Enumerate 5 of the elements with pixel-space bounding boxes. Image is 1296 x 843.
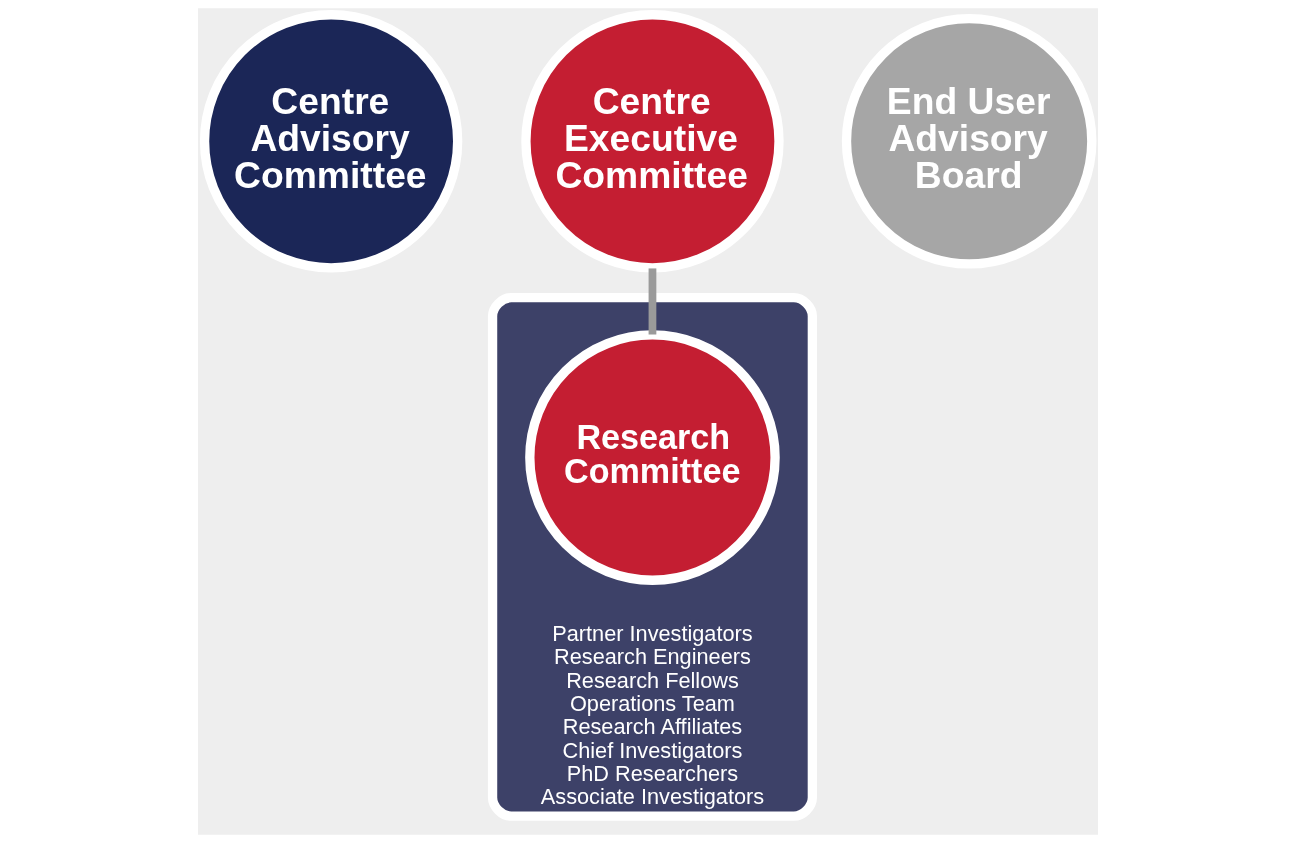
node-circle: Research Committee [525, 330, 780, 585]
node-circle: End User Advisory Board [841, 14, 1097, 269]
connector [648, 268, 657, 335]
node-circle: Centre Advisory Committee [199, 10, 463, 273]
node-circle: Centre Executive Committee [521, 10, 784, 273]
